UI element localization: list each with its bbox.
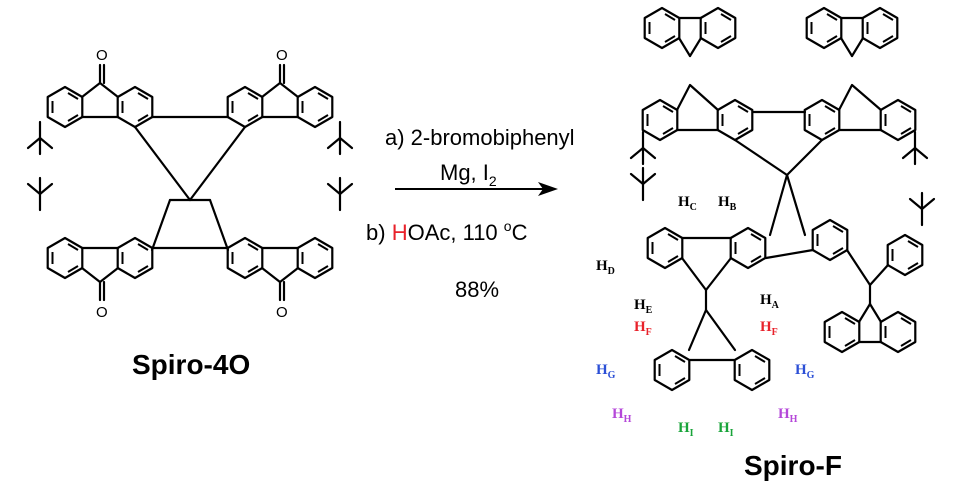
proton-label-ha: HA: [760, 292, 780, 311]
proton-label-hb: HB: [718, 194, 737, 213]
product-structure: [629, 8, 936, 392]
oxygen-label: O: [276, 47, 288, 64]
proton-label-hi-right: HI: [718, 420, 734, 439]
reaction-step-b: b) HOAc, 110 oC: [366, 218, 528, 245]
arrowhead-icon: [538, 182, 558, 196]
proton-label-hf-right: HF: [760, 319, 778, 338]
reactant-name: Spiro-4O: [132, 349, 250, 380]
proton-label-hg-left: HG: [596, 362, 616, 381]
reaction-step-a: a) 2-bromobiphenyl: [385, 125, 575, 150]
proton-label-hd: HD: [596, 258, 615, 277]
proton-label-he: HE: [634, 297, 653, 316]
reaction-yield: 88%: [455, 277, 499, 302]
proton-label-hh-left: HH: [612, 406, 632, 425]
reaction-reagents: Mg, I2: [440, 160, 497, 189]
product-name: Spiro-F: [744, 450, 842, 481]
proton-label-hf-left: HF: [634, 319, 652, 338]
proton-label-hg-right: HG: [795, 362, 815, 381]
proton-label-hh-right: HH: [778, 406, 798, 425]
proton-label-hc: HC: [678, 194, 697, 213]
oxygen-label: O: [276, 304, 288, 321]
oxygen-label: O: [96, 47, 108, 64]
proton-label-hi-left: HI: [678, 420, 694, 439]
proton-labels: HC HB HD HE HA HF HF HG HG HH HH HI HI: [596, 194, 815, 439]
oxygen-label: O: [96, 304, 108, 321]
reactant-structure: O O O O: [26, 47, 354, 321]
